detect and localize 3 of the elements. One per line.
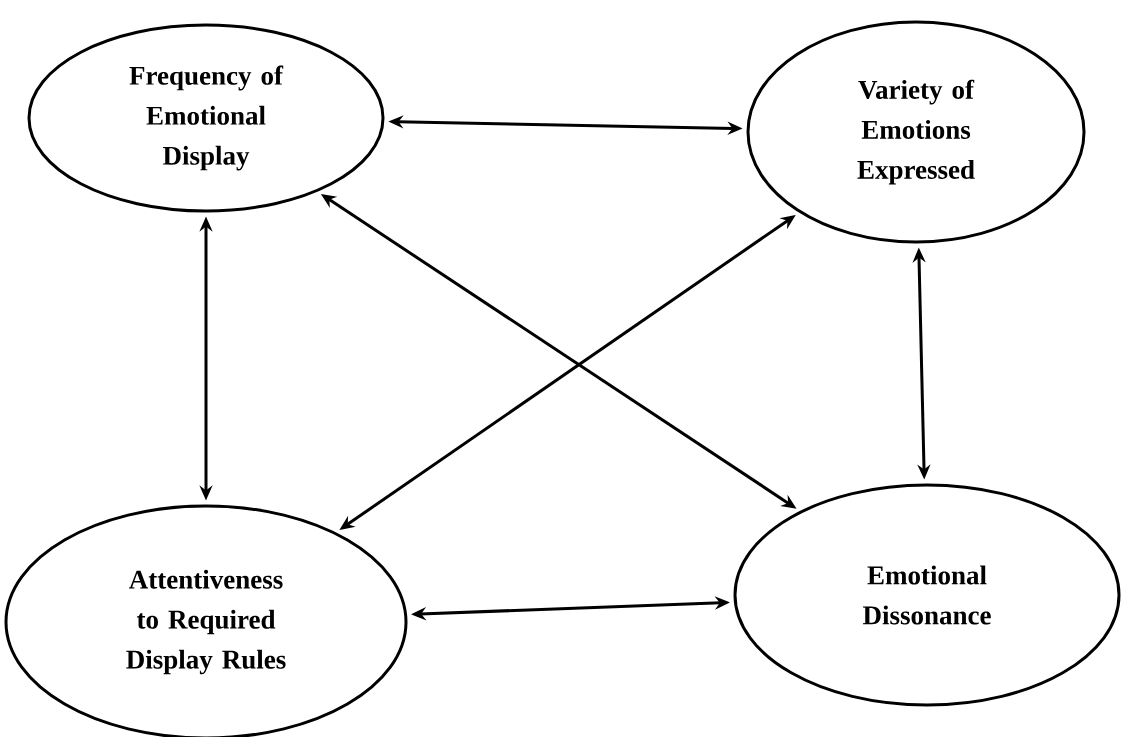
ellipse-node: Variety of Emotions Expressed bbox=[746, 20, 1086, 244]
ellipse-node: Frequency of Emotional Display bbox=[27, 23, 385, 213]
ellipse-node: Emotional Dissonance bbox=[733, 483, 1121, 707]
